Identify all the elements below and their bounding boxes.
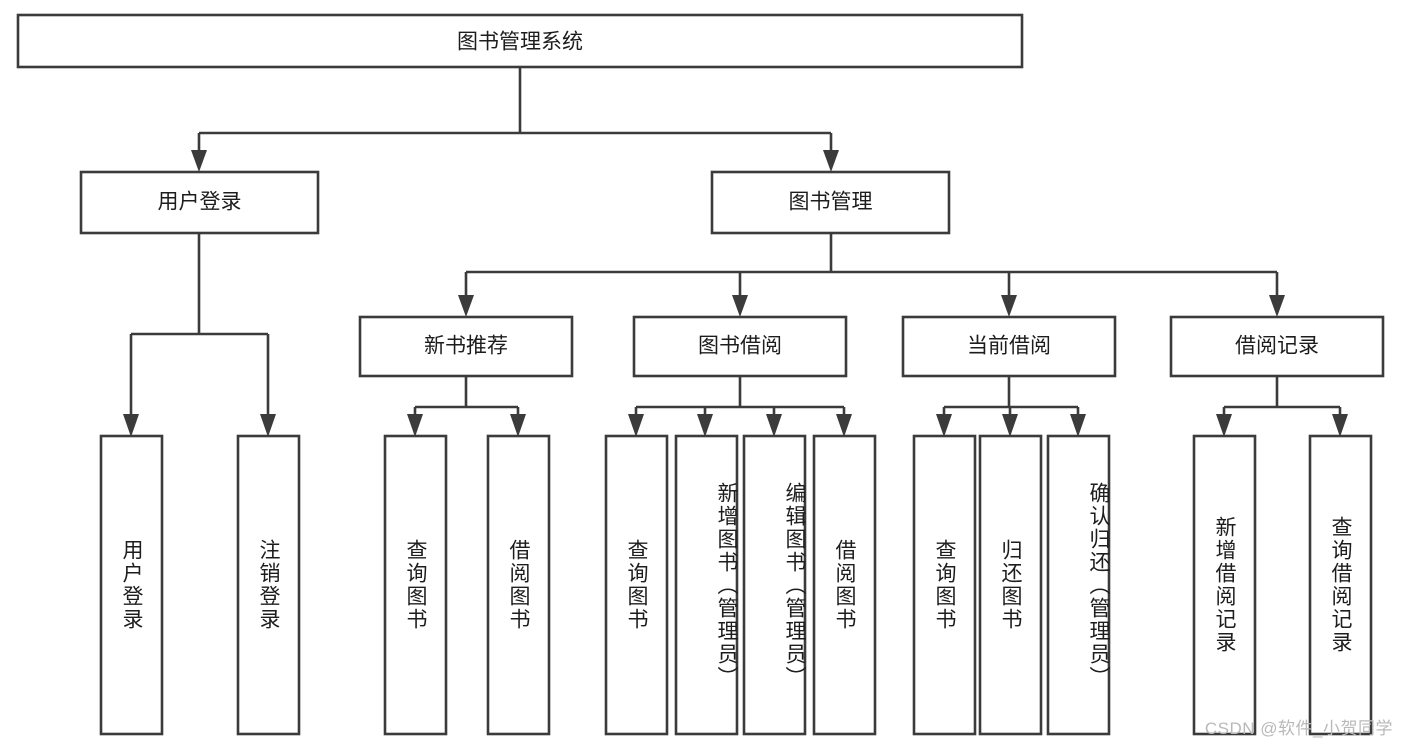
connector-group-new-book xyxy=(407,376,526,437)
node-box-leaf-query-book-2[interactable] xyxy=(604,434,669,736)
arrow-head-icon xyxy=(732,295,748,317)
arrow-head-icon xyxy=(1070,414,1086,437)
arrow-head-icon xyxy=(836,414,852,437)
arrow-head-icon xyxy=(1216,414,1232,437)
node-label-root: 图书管理系统 xyxy=(457,31,583,54)
node-label-leaf-confirm-return-admin: 确认归还（管理员） xyxy=(1087,481,1110,689)
node-box-leaf-confirm-return-admin[interactable] xyxy=(1046,434,1111,736)
arrow-head-icon xyxy=(697,414,713,437)
node-box-borrow-records[interactable] xyxy=(1169,315,1385,378)
node-box-leaf-edit-book-admin[interactable] xyxy=(742,434,807,736)
watermark-text: CSDN @软件_小贺同学 xyxy=(1204,719,1393,738)
node-label-leaf-logout: 注销登录 xyxy=(257,539,280,631)
node-box-user-login[interactable] xyxy=(79,170,320,235)
node-label-new-book-recommend: 新书推荐 xyxy=(424,335,508,358)
node-label-leaf-add-borrow-record: 新增借阅记录 xyxy=(1213,516,1236,654)
node-label-leaf-return-book: 归还图书 xyxy=(999,539,1022,631)
node-label-user-login: 用户登录 xyxy=(158,191,242,214)
arrow-head-icon xyxy=(191,150,207,172)
node-box-leaf-query-book-3[interactable] xyxy=(912,434,977,736)
node-box-leaf-return-book[interactable] xyxy=(978,434,1043,736)
node-label-leaf-edit-book-admin: 编辑图书（管理员） xyxy=(783,481,806,689)
node-label-leaf-query-book-3: 查询图书 xyxy=(933,539,956,631)
arrow-head-icon xyxy=(628,414,644,437)
node-box-leaf-add-borrow-record[interactable] xyxy=(1192,434,1257,736)
arrow-head-icon xyxy=(936,414,952,437)
arrow-head-icon xyxy=(510,414,526,437)
connector-group-user-login xyxy=(123,233,276,437)
connector-group-current-borrow xyxy=(936,376,1086,437)
node-box-leaf-user-login[interactable] xyxy=(99,434,164,736)
arrow-head-icon xyxy=(823,150,839,172)
arrow-head-icon xyxy=(1001,295,1017,317)
node-box-current-borrow[interactable] xyxy=(901,315,1117,378)
node-box-root[interactable] xyxy=(16,13,1024,69)
node-label-leaf-add-book-admin: 新增图书（管理员） xyxy=(715,481,738,689)
arrow-head-icon xyxy=(766,414,782,437)
node-box-leaf-logout[interactable] xyxy=(236,434,301,736)
arrow-head-icon xyxy=(1002,414,1018,437)
node-label-leaf-query-book-1: 查询图书 xyxy=(404,539,427,631)
connector-group-root xyxy=(191,66,839,172)
node-label-leaf-query-book-2: 查询图书 xyxy=(625,539,648,631)
node-label-leaf-borrow-book-2: 借阅图书 xyxy=(833,539,856,631)
node-label-leaf-query-borrow-record: 查询借阅记录 xyxy=(1329,516,1352,654)
connector-group-book-mgmt xyxy=(458,233,1285,317)
node-box-leaf-add-book-admin[interactable] xyxy=(674,434,739,736)
node-label-borrow-records: 借阅记录 xyxy=(1235,335,1319,358)
node-label-book-borrow: 图书借阅 xyxy=(698,335,782,358)
arrow-head-icon xyxy=(407,414,423,437)
node-label-leaf-borrow-book-1: 借阅图书 xyxy=(507,539,530,631)
arrow-head-icon xyxy=(458,295,474,317)
connector-group-records xyxy=(1216,376,1348,437)
node-label-book-management: 图书管理 xyxy=(789,191,873,214)
node-box-leaf-borrow-book-1[interactable] xyxy=(486,434,551,736)
node-label-leaf-user-login: 用户登录 xyxy=(120,539,143,631)
connector-group-borrow xyxy=(628,376,852,437)
node-box-book-management[interactable] xyxy=(710,170,951,235)
node-box-leaf-query-borrow-record[interactable] xyxy=(1308,434,1373,736)
node-box-leaf-query-book-1[interactable] xyxy=(383,434,448,736)
arrow-head-icon xyxy=(1269,295,1285,317)
node-label-current-borrow: 当前借阅 xyxy=(967,335,1051,358)
arrow-head-icon xyxy=(1332,414,1348,437)
node-box-leaf-borrow-book-2[interactable] xyxy=(812,434,877,736)
node-box-book-borrow[interactable] xyxy=(632,315,848,378)
arrow-head-icon xyxy=(123,414,139,437)
arrow-head-icon xyxy=(260,414,276,437)
node-box-new-book-recommend[interactable] xyxy=(358,315,574,378)
